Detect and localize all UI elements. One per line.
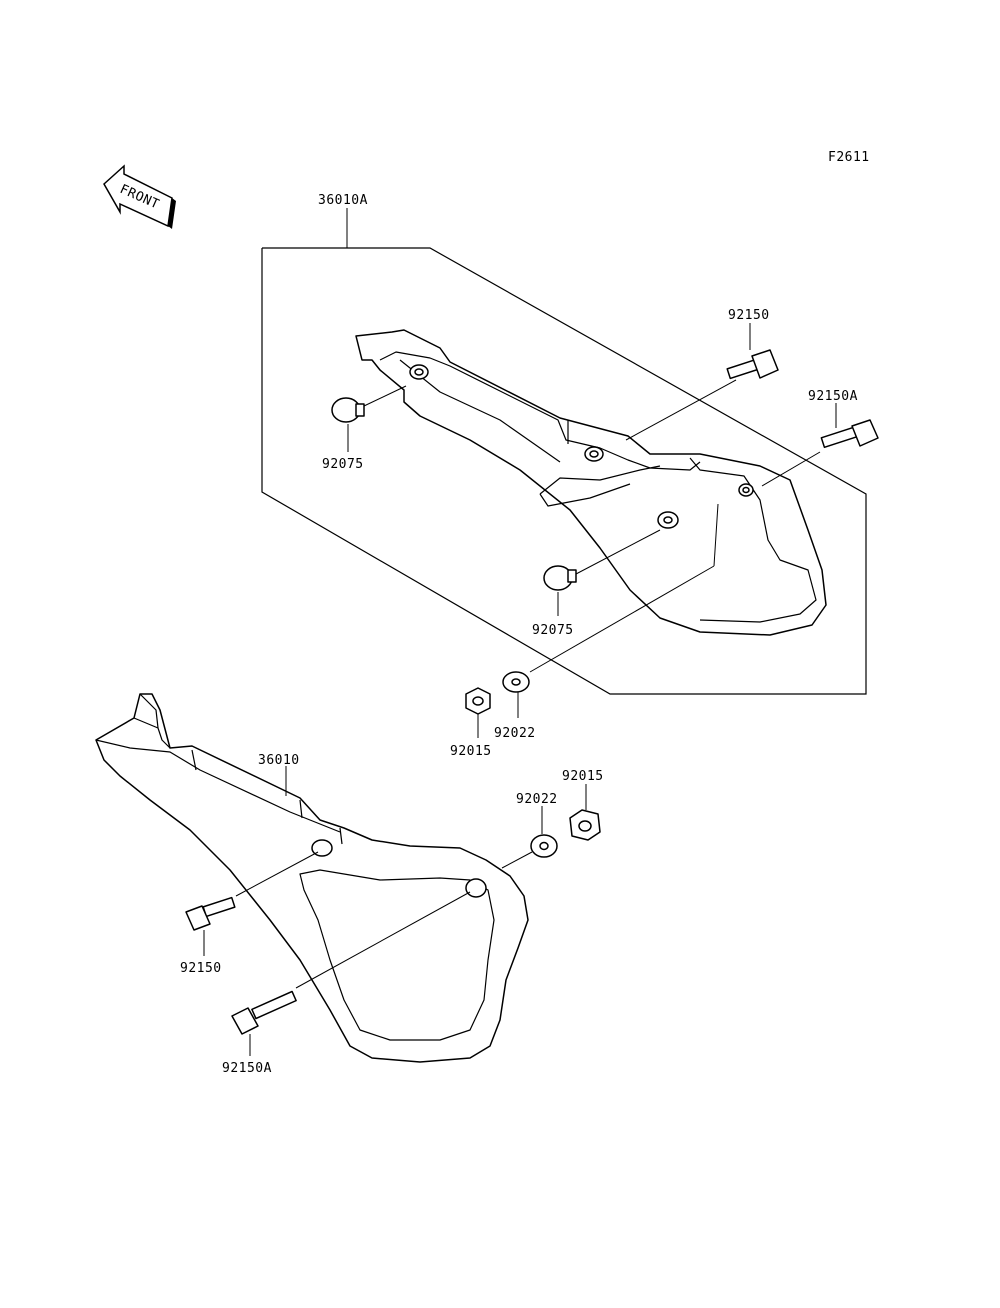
- label-grommet-lower: 92075: [532, 623, 574, 638]
- label-bolt-left-upper: 92150: [180, 961, 222, 976]
- side-cover-left: [95, 693, 529, 1063]
- label-grommet-upper: 92075: [322, 457, 364, 472]
- label-bolt-right-upper: 92150: [728, 308, 770, 323]
- grommet-icon-lower: [543, 511, 679, 591]
- assembly-box: [261, 247, 867, 695]
- long-bolt-icon-left: [231, 891, 471, 1035]
- figure-code: F2611: [828, 150, 870, 165]
- long-bolt-icon: [761, 419, 879, 487]
- bolt-icon: [625, 349, 779, 441]
- label-nut-right: 92015: [562, 769, 604, 784]
- side-cover-right: [355, 329, 827, 636]
- nut-icon-right: [569, 809, 601, 841]
- label-bolt-long-left: 92150A: [222, 1061, 272, 1076]
- nut-icon: [465, 687, 491, 715]
- label-nut-center: 92015: [450, 744, 492, 759]
- label-washer-right: 92022: [516, 792, 558, 807]
- label-bolt-long-right: 92150A: [808, 389, 858, 404]
- grommet-icon: [331, 385, 407, 423]
- label-washer-center: 92022: [494, 726, 536, 741]
- front-arrow-icon: FRONT: [103, 164, 176, 229]
- bolt-icon-left: [185, 851, 319, 931]
- washer-icon-right: [501, 834, 558, 869]
- label-cover-left: 36010: [258, 753, 300, 768]
- label-cover-right: 36010A: [318, 193, 368, 208]
- washer-icon: [502, 671, 530, 693]
